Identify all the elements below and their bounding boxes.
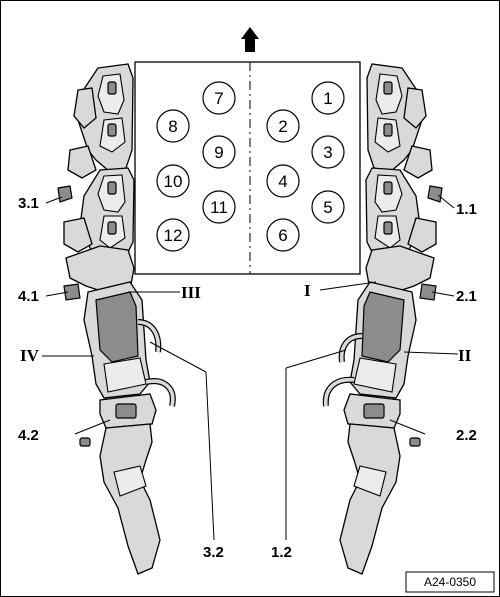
figure-code-box: [405, 571, 495, 593]
callout-roman-I: I: [304, 281, 311, 300]
callout-3-2: 3.2: [203, 544, 224, 561]
callout-1-1: 1.1: [456, 201, 477, 218]
callout-2-1: 2.1: [456, 288, 477, 305]
cylinder-12-label: 12: [164, 226, 183, 245]
callout-2-2: 2.2: [456, 427, 477, 444]
cylinder-7: [202, 81, 236, 115]
right-exhaust-pipe: [339, 423, 401, 575]
leader-lines: [42, 194, 459, 541]
left-exhaust-assembly: [57, 63, 176, 575]
callout-3-1: 3.1: [18, 195, 39, 212]
cylinder-8: [156, 109, 190, 143]
cylinder-7-label: 7: [214, 89, 223, 108]
callout-4-2: 4.2: [18, 427, 39, 444]
cylinder-4: [266, 164, 300, 198]
front-direction-arrow-icon: [241, 27, 259, 52]
cylinder-2-label: 2: [278, 117, 287, 136]
cylinder-3-label: 3: [323, 143, 332, 162]
cylinder-1-label: 1: [323, 89, 332, 108]
cylinder-9-label: 9: [214, 143, 223, 162]
cylinder-4-label: 4: [278, 172, 287, 191]
callout-roman-II: II: [458, 346, 472, 365]
cylinder-5: [311, 190, 345, 224]
cylinder-10: [156, 164, 190, 198]
cylinder-6-label: 6: [278, 226, 287, 245]
cylinder-8-label: 8: [168, 117, 177, 136]
cylinder-9: [202, 135, 236, 169]
cylinder-1: [311, 81, 345, 115]
left-exhaust-pipe: [99, 423, 161, 575]
cylinder-12: [156, 218, 190, 252]
cylinder-2: [266, 109, 300, 143]
callout-roman-III: III: [181, 283, 201, 302]
left-oxygen-sensor-lower: [63, 283, 81, 301]
callout-1-2: 1.2: [271, 544, 292, 561]
cylinder-11-label: 11: [210, 198, 228, 217]
left-bank-cylinders: 7 8 9 10 11 12: [156, 81, 236, 252]
cylinder-5-label: 5: [323, 198, 332, 217]
right-exhaust-assembly: [322, 63, 443, 575]
left-oxygen-sensor-upper: [57, 185, 73, 203]
callout-roman-IV: IV: [20, 346, 40, 365]
cylinder-11: [202, 190, 236, 224]
cylinder-3: [311, 135, 345, 169]
cylinder-10-label: 10: [164, 172, 183, 191]
callout-4-1: 4.1: [18, 288, 39, 305]
cylinder-6: [266, 218, 300, 252]
figure-code: A24-0350: [424, 575, 476, 589]
right-oxygen-sensor-lower: [419, 283, 437, 301]
right-oxygen-sensor-upper: [427, 185, 443, 203]
right-bank-cylinders: 1 2 3 4 5 6: [266, 81, 345, 252]
